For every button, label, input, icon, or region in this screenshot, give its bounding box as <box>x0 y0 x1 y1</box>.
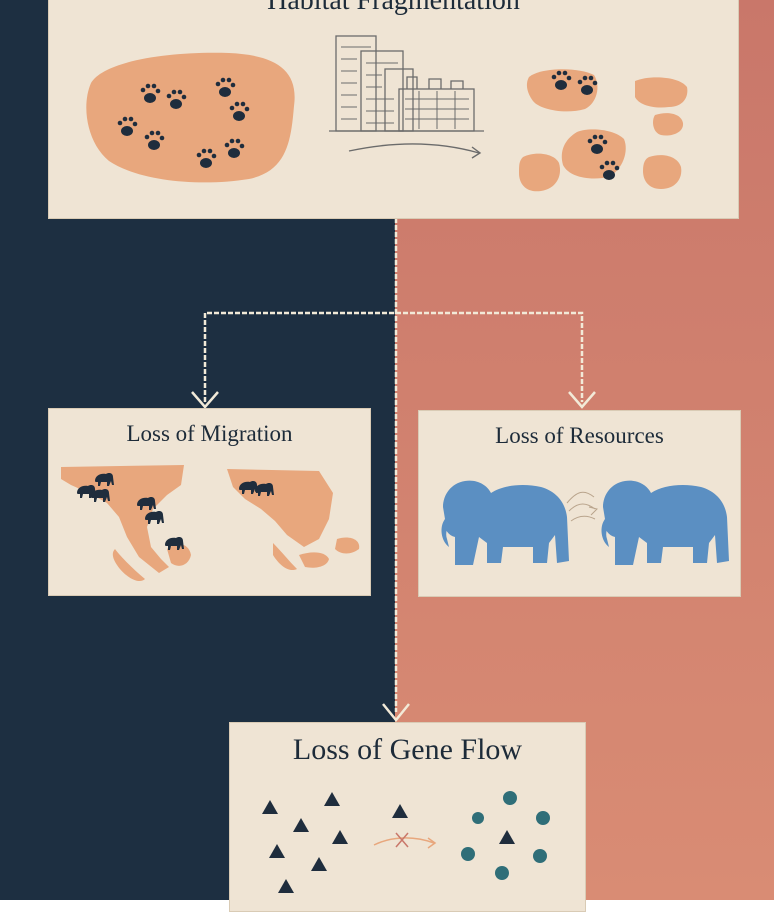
circle-individual-icon <box>461 847 475 861</box>
habitat-fragment <box>643 155 682 189</box>
elephant-icon <box>77 485 96 498</box>
arrowhead-resources <box>568 391 596 409</box>
panel-title-habitat: Habitat Fragmentation <box>267 0 520 16</box>
habitat-illustration <box>86 35 688 192</box>
triangle-individual-icon <box>278 879 294 893</box>
migration-illustration <box>61 465 360 582</box>
elephant-icon <box>239 481 258 494</box>
habitat-fragment <box>561 129 626 179</box>
paw-print-icon <box>196 148 217 168</box>
triangle-individual-icon <box>392 804 408 818</box>
paw-print-icon <box>551 70 572 90</box>
map-island <box>273 543 297 571</box>
habitat-fragment <box>635 77 688 108</box>
paw-print-icon <box>215 77 236 97</box>
elephant-icon <box>601 480 729 565</box>
habitat-fragment <box>653 113 684 136</box>
circle-individual-icon <box>533 849 547 863</box>
circle-individual-icon <box>472 812 484 824</box>
paw-print-icon <box>166 89 187 109</box>
elephant-icon <box>95 473 114 486</box>
triangle-individual-icon <box>262 800 278 814</box>
map-island <box>167 544 191 566</box>
gene-flow-illustration <box>262 791 550 893</box>
map-island <box>112 549 145 582</box>
panel-title-gene-flow: Loss of Gene Flow <box>292 733 523 766</box>
paw-print-icon <box>224 138 245 158</box>
connector-branch <box>203 311 584 402</box>
map-region-left <box>61 465 184 573</box>
panel-title-migration: Loss of Migration <box>126 421 293 446</box>
elephant-icon <box>137 497 156 510</box>
habitat-fragment <box>519 153 561 192</box>
paw-print-icon <box>117 116 138 136</box>
elephant-icon <box>145 511 164 524</box>
triangle-individual-icon <box>324 792 340 806</box>
panel-title-resources: Loss of Resources <box>495 423 664 448</box>
circle-individual-icon <box>495 866 509 880</box>
circle-individual-icon <box>536 811 550 825</box>
triangle-individual-icon <box>311 857 327 871</box>
panel-habitat-fragmentation: Habitat Fragmentation <box>48 0 739 219</box>
elephant-icon <box>255 483 274 496</box>
paw-print-icon <box>577 75 598 95</box>
map-region-right <box>227 469 333 547</box>
paw-print-icon <box>599 160 620 180</box>
triangle-individual-icon <box>499 830 515 844</box>
paw-print-icon <box>140 83 161 103</box>
circle-individual-icon <box>503 791 517 805</box>
arrowhead-gene <box>382 703 410 722</box>
triangle-individual-icon <box>269 844 285 858</box>
resources-illustration <box>441 480 729 565</box>
resource-flow-lines <box>566 491 598 522</box>
arrowhead-migration <box>191 391 219 409</box>
paw-print-icon <box>587 134 608 154</box>
elephant-icon <box>165 537 184 550</box>
continuous-habitat <box>86 52 295 183</box>
panel-loss-of-gene-flow: Loss of Gene Flow <box>229 722 586 912</box>
panel-loss-of-migration: Loss of Migration <box>48 408 371 596</box>
city-buildings-icon <box>329 35 484 159</box>
map-island <box>299 552 329 568</box>
triangle-individual-icon <box>293 818 309 832</box>
triangle-individual-icon <box>332 830 348 844</box>
panel-loss-of-resources: Loss of Resources <box>418 410 741 597</box>
paw-print-icon <box>144 130 165 150</box>
map-island <box>335 537 360 554</box>
blocked-arrow <box>373 832 437 849</box>
elephant-icon <box>91 489 110 502</box>
elephant-icon <box>441 480 569 565</box>
paw-print-icon <box>229 101 250 121</box>
